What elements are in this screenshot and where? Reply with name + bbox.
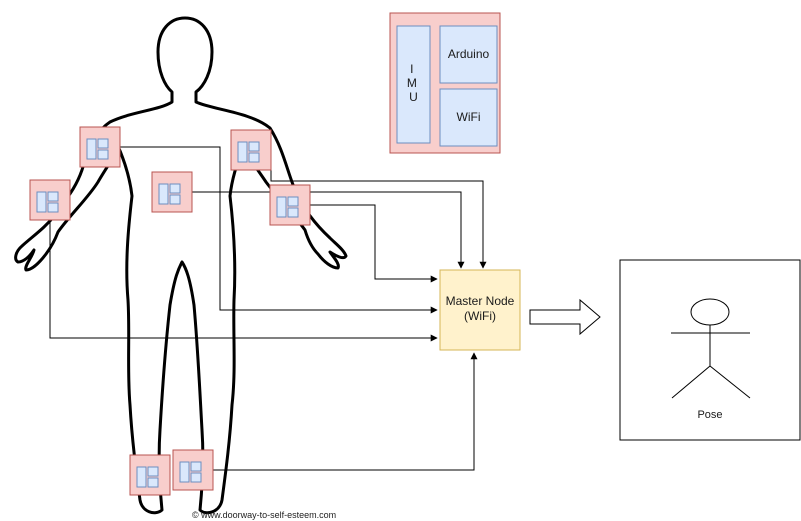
stick-figure-icon — [671, 298, 751, 399]
arduino-block — [439, 25, 498, 84]
sensor-left-foot — [129, 454, 171, 496]
master-node: Master Node (WiFi) — [439, 269, 521, 351]
right-arrow-icon — [529, 298, 601, 336]
pose-label: Pose — [697, 409, 722, 421]
imu-letter-1: I — [410, 62, 413, 76]
imu-letter-3: U — [409, 90, 418, 104]
pose-output: Pose — [619, 259, 801, 441]
sensor-node-legend: I M U Arduino WiFi — [389, 12, 501, 154]
connector-sensor-left-shoulder — [120, 146, 438, 314]
arduino-label: Arduino — [448, 47, 490, 61]
sensor-right-foot — [172, 449, 214, 491]
human-silhouette-icon — [14, 16, 348, 515]
sensor-left-arm — [29, 179, 71, 221]
master-node-sublabel: (WiFi) — [464, 309, 496, 323]
wifi-label: WiFi — [457, 110, 481, 124]
connector-sensor-right-arm — [310, 204, 438, 283]
connector-lines — [49, 146, 487, 471]
image-credit: © www.doorway-to-self-esteem.com — [192, 510, 337, 520]
connector-sensor-left-arm — [49, 221, 438, 342]
wifi-block — [439, 88, 498, 147]
sensor-right-arm — [269, 184, 311, 226]
sensor-right-shoulder — [230, 129, 272, 171]
imu-label: I M U — [407, 62, 420, 104]
imu-block — [396, 25, 431, 144]
sensor-chest — [151, 171, 193, 213]
imu-letter-2: M — [407, 76, 417, 90]
master-node-label: Master Node — [446, 294, 515, 308]
sensor-left-shoulder — [79, 126, 121, 168]
connector-sensor-right-foot — [213, 352, 478, 471]
